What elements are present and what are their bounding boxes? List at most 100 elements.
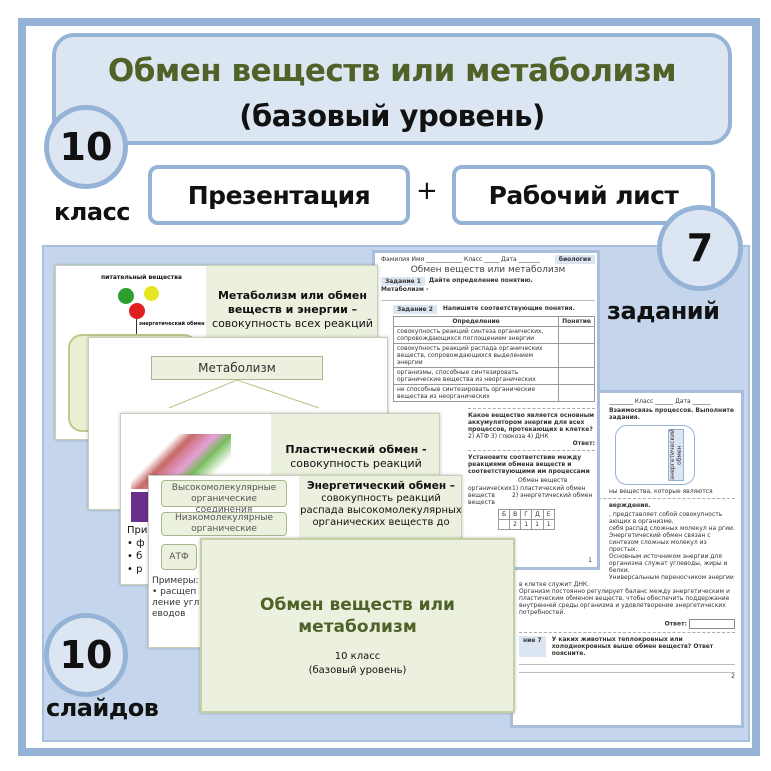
ws1-task4: Установите соответствие между реакциями … [468, 454, 590, 475]
ws1-left-items: органических веществ веществ [468, 485, 512, 506]
ws1-cell: организмы, способные синтезировать орган… [392, 367, 560, 385]
grid-cell: 2 [509, 519, 522, 530]
table-row: не способные синтезировать органические … [392, 384, 595, 402]
slide1-text: совокупность всех реакций [212, 317, 373, 330]
ws1-answer-cell[interactable] [558, 367, 595, 385]
worksheet-label: Рабочий лист [452, 165, 715, 225]
connector-line [136, 319, 137, 347]
table-row: совокупность реакций распада органически… [392, 343, 595, 368]
slides-badge: 10 [44, 613, 128, 697]
ws1-answer-cell[interactable] [558, 343, 595, 368]
list-item: расщепление углеводов [152, 587, 200, 619]
slide3-list: При • ф • б • р [127, 525, 148, 575]
ws1-task1-text: Дайте определение понятию. [428, 277, 533, 284]
tasks-badge: 7 [657, 205, 743, 291]
grid-cell: Д [531, 509, 544, 520]
ws1-col-obmen: Обмен веществ [518, 477, 568, 484]
ws2-task5: Взаимосвязь процессов. Выполните задания… [609, 407, 734, 421]
grade-label: класс [54, 198, 131, 226]
ws1-top-section: Фамилия Имя ____________ Класс _____ Дат… [381, 255, 595, 301]
ws1-col-term: Понятие [558, 316, 595, 327]
ws1-cell: совокупность реакций распада органически… [392, 343, 560, 368]
slide3-list-head: При [127, 525, 148, 536]
grid-cell: В [509, 509, 522, 520]
list-item: ф [136, 538, 145, 549]
ws1-cell: совокупность реакций синтеза органически… [392, 326, 560, 344]
molecule-icon [118, 288, 134, 304]
ws1-answer-cell[interactable] [558, 384, 595, 402]
ws2-task7-text: У каких животных теплокровных или холодн… [551, 636, 714, 657]
slide5-level: (базовый уровень) [308, 665, 407, 676]
ws2-statement: Основным источником энергии для организм… [609, 553, 728, 574]
ws1-options: 2) АТФ 3) глюкоза 4) ДНК [468, 433, 549, 440]
ws1-answer-line[interactable] [381, 293, 595, 301]
slide4-text: совокупность реакций распада высокомолек… [300, 493, 462, 528]
molecule-icon [144, 286, 159, 301]
ws1-lower-section: Какое вещество является основным аккумул… [468, 405, 595, 530]
ws2-statement: себя распад сложных молекул на ргии. [609, 525, 735, 532]
ws2-task6: верждения. [609, 502, 651, 509]
slide-thumbnail-title: Обмен веществ или метаболизм 10 класс (б… [200, 538, 515, 713]
slides-label: слайдов [46, 694, 159, 722]
ws1-task2-tag: Задание 2 [393, 305, 437, 314]
presentation-label: Презентация [148, 165, 410, 225]
ws2-task7-tag: ние 7 [519, 636, 546, 657]
connector-line [224, 507, 225, 512]
ws1-task1-tag: Задание 1 [381, 277, 425, 286]
ws1-task3: Какое вещество является основным аккумул… [468, 412, 595, 433]
ws1-answer: Ответ: [572, 440, 595, 447]
ws1-subject: биология [554, 255, 595, 264]
ws2-statement: Энергетический обмен связан с синтезом с… [609, 532, 711, 553]
ws2-answer-box[interactable] [689, 619, 735, 629]
slide5-grade: 10 класс [334, 651, 381, 662]
slide3-heading: Пластический обмен - [285, 443, 427, 456]
slide5-title: Обмен веществ или метаболизм [260, 595, 455, 637]
ws2-diagram-label: энергетический обмен [668, 429, 684, 481]
ws2-q1: ны вещества, которые являются [609, 488, 713, 495]
ws1-task2-text: Напишите соответствующие понятия. [442, 305, 575, 312]
table-row: организмы, способные синтезировать орган… [392, 367, 595, 385]
ws1-col-def: Определение [392, 316, 560, 327]
list-item: б [136, 551, 143, 562]
ws1-answer-cell[interactable] [558, 326, 595, 344]
ws2-diagram: энергетический обмен [615, 425, 695, 485]
grid-cell: 1 [520, 519, 533, 530]
slide4-examples: Примеры: • расщепление углеводов [152, 576, 200, 619]
grid-cell: Е [542, 509, 555, 520]
ws1-title: Обмен веществ или метаболизм [410, 265, 566, 275]
ws1-term: Метаболизм - [381, 286, 429, 293]
ws2-page-number: 2 [731, 673, 735, 680]
slide1-heading: Метаболизм или обмен веществ и энергии – [217, 289, 367, 316]
ws2-statement: Универсальным переносчиком энергии в кле… [519, 574, 734, 588]
ribosome-illustration [131, 492, 149, 522]
ws1-page-number: 1 [588, 557, 592, 564]
grid-cell: 1 [542, 519, 555, 530]
ws2-statement: , представляет собой совокупность ающих … [609, 511, 723, 525]
ws1-obmen1: 1) пластический обмен [512, 485, 586, 492]
slide2-heading: Метаболизм [151, 356, 323, 380]
slide4-box-high-molecular: Высокомолекулярные органические соединен… [161, 480, 287, 515]
ws2-answer-label: Ответ: [664, 620, 687, 628]
grid-cell: Г [520, 509, 533, 520]
slide2-arrows [168, 379, 320, 409]
grid-cell: Б [497, 509, 511, 520]
plus-sign: + [416, 176, 438, 206]
grade-badge: 10 [44, 105, 128, 189]
slide4-box-low-molecular: Низкомолекулярные органические [161, 512, 287, 536]
list-item: р [136, 564, 143, 575]
slide4-examples-head: Примеры: [152, 576, 199, 586]
molecule-icon [129, 303, 145, 319]
ws2-statement: Организм постоянно регулирует баланс меж… [519, 588, 730, 616]
ws1-obmen2: 2) энергетический обмен [512, 492, 593, 499]
ws1-task2-section: Задание 2 Напишите соответствующие поняти… [392, 305, 595, 402]
title-banner: Обмен веществ или метаболизм (базовый ур… [52, 33, 732, 145]
slide4-box-atp: АТФ [161, 544, 197, 570]
grid-cell: 1 [531, 519, 544, 530]
tasks-label: заданий [607, 297, 720, 325]
slide4-heading: Энергетический обмен – [306, 480, 456, 492]
title-line1: Обмен веществ или метаболизм [107, 53, 677, 89]
diagram-label-energy: энергетический обмен [139, 321, 205, 327]
ws1-cell: не способные синтезировать органические … [392, 384, 560, 402]
